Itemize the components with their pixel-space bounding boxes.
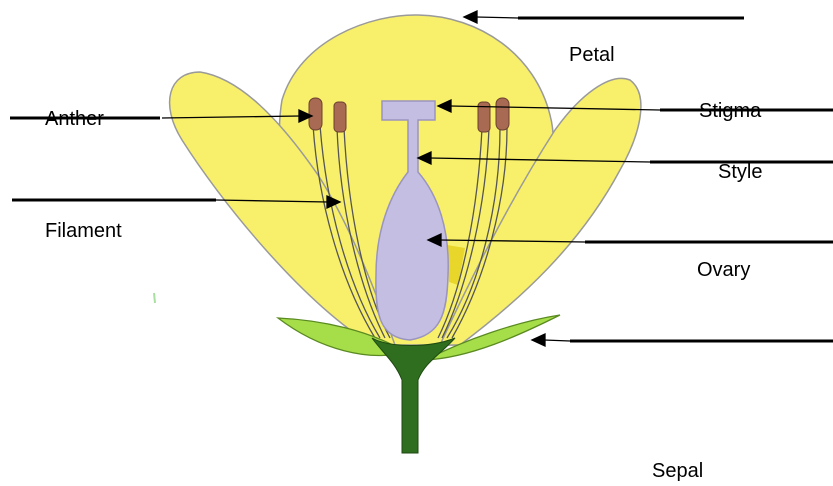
anther-2 — [334, 102, 346, 132]
label-ovary: Ovary — [697, 259, 750, 281]
label-sepal: Sepal — [652, 460, 703, 482]
anther-1 — [309, 98, 322, 130]
label-style: Style — [718, 161, 762, 183]
arrow-sepal — [532, 334, 545, 346]
arrow-petal — [464, 11, 477, 23]
anther-4 — [496, 98, 509, 130]
label-petal: Petal — [569, 44, 615, 66]
stray-mark — [154, 293, 155, 303]
label-filament: Filament — [45, 220, 122, 242]
